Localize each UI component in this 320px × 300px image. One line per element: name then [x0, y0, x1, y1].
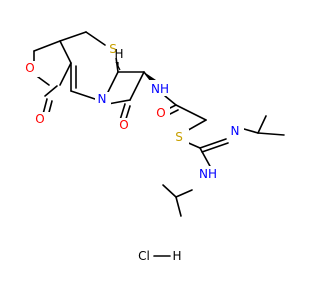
bond: [119, 103, 126, 121]
salt-hydrogen: H: [172, 249, 181, 263]
salt-chlorine: Cl: [138, 249, 150, 263]
atom-s-ring: S: [109, 42, 117, 56]
bond: [175, 104, 207, 121]
atom-o-lactone: O: [35, 112, 44, 126]
atom-s-thio: S: [175, 130, 183, 144]
molecule-structure: O O S N H O NH O S N NH Cl H: [23, 31, 285, 263]
atom-o-amide: O: [156, 106, 165, 120]
bond: [257, 115, 267, 134]
bond: [199, 147, 212, 169]
bond: [199, 138, 227, 149]
bond: [44, 85, 58, 97]
atom-o-betalactam: O: [119, 118, 128, 132]
bond: [164, 95, 177, 106]
atom-n-beta: N: [98, 92, 107, 106]
bond: [59, 62, 72, 86]
bond: [107, 99, 131, 105]
bond: [85, 31, 106, 46]
bond: [243, 128, 259, 134]
bond: [70, 90, 99, 101]
bond: [162, 184, 177, 198]
atom-labels: O O S N H O NH O S N NH Cl H: [23, 42, 244, 263]
atom-n-imine: N: [231, 124, 240, 138]
bond-layer: [33, 31, 285, 257]
bond: [257, 132, 285, 136]
bond: [129, 71, 145, 101]
bond: [175, 189, 193, 198]
bond: [33, 40, 61, 52]
bond: [175, 196, 182, 217]
atom-o-ring: O: [25, 61, 34, 75]
atom-nh-amide: NH: [151, 82, 169, 96]
bond: [59, 31, 87, 42]
bond: [201, 142, 229, 153]
bond: [59, 40, 72, 64]
atom-nh-amidine: NH: [199, 167, 217, 181]
atom-h-stereo: H: [114, 47, 123, 61]
